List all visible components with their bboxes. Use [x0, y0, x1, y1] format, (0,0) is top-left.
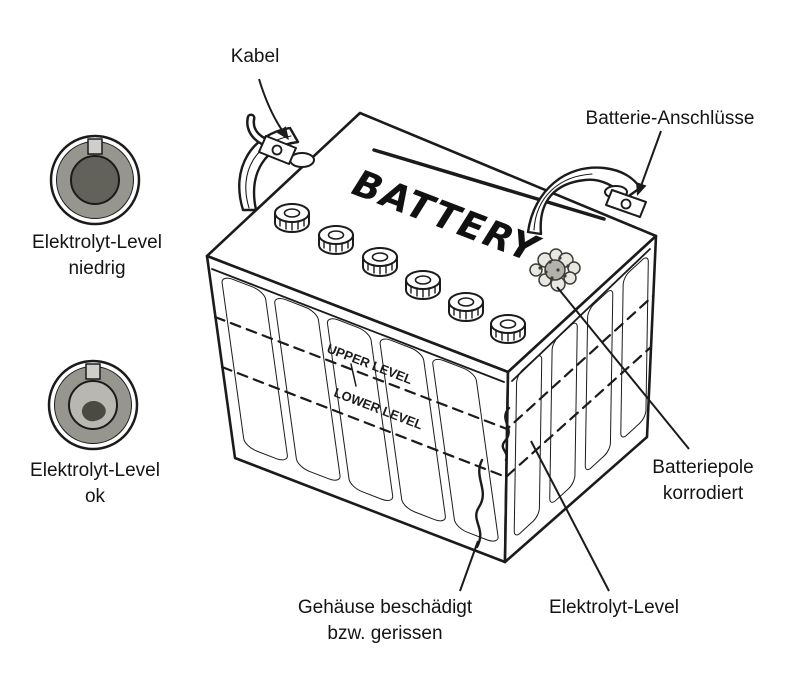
label-level-bottom-text: Elektrolyt-Level: [549, 597, 679, 618]
leader-gehaeuse: [459, 540, 479, 592]
battery-illustration: UPPER LEVEL LOWER LEVEL BATTERY: [205, 111, 658, 564]
label-anschluesse-text: Batterie-Anschlüsse: [585, 108, 755, 129]
label-korrodiert-line1: Batteriepole: [652, 457, 754, 478]
level-dashed-lines: [213, 294, 655, 479]
front-cell-panels: [221, 275, 499, 545]
leader-korrodiert: [556, 286, 690, 450]
label-elektrolyt-ok: Elektrolyt-Level ok: [30, 458, 160, 510]
clamp-bolt: [271, 144, 283, 156]
label-niedrig-line1: Elektrolyt-Level: [32, 232, 162, 253]
label-batteriepole-korrodiert: Batteriepole korrodiert: [652, 455, 753, 507]
cell-cap: [405, 270, 441, 300]
label-niedrig-line2: niedrig: [68, 258, 126, 280]
label-ok-line1: Elektrolyt-Level: [30, 460, 160, 481]
electrolyte-blob: [81, 401, 106, 422]
fill-notch: [85, 363, 101, 380]
arrowhead-anschluesse: [636, 182, 647, 196]
cell-cap: [362, 247, 398, 277]
label-elektrolyt-niedrig: Elektrolyt-Level niedrig: [32, 230, 162, 282]
terminal-bolt: [620, 198, 632, 210]
leader-lines: [258, 78, 690, 592]
label-gehaeuse-line1: Gehäuse beschädigt: [297, 597, 473, 618]
label-kabel: Kabel: [231, 44, 280, 70]
case-edge-ripple: [501, 406, 511, 462]
battery-terminal-right: [604, 185, 647, 218]
label-gehaeuse-line2: bzw. gerissen: [327, 623, 443, 645]
icon-electrolyte-ok: [47, 359, 139, 451]
label-kabel-text: Kabel: [230, 46, 280, 67]
label-elektrolyt-level-bottom: Elektrolyt-Level: [549, 595, 679, 621]
cell-panel: [550, 319, 578, 506]
label-gehaeuse-beschaedigt: Gehäuse beschädigt bzw. gerissen: [298, 595, 472, 647]
case-crack: [475, 406, 511, 549]
cell-panel: [379, 336, 446, 525]
battery-right-face: [503, 234, 658, 564]
cable-clamp: [246, 113, 315, 168]
label-batterie-anschluesse: Batterie-Anschlüsse: [586, 106, 755, 132]
cell-panel: [432, 356, 499, 545]
level-tick: [350, 363, 357, 387]
cell-cap: [448, 292, 484, 322]
crack-line: [475, 458, 485, 549]
cell-caps: [274, 203, 526, 344]
arrowhead-kabel: [276, 126, 289, 140]
cell-panel: [621, 254, 649, 441]
cell-cap: [318, 225, 354, 255]
cell-cap: [274, 203, 310, 233]
upper-level-line: [213, 294, 655, 431]
cell-panel: [326, 315, 393, 504]
lid-vent-slot: [372, 148, 606, 221]
cell-panel: [221, 275, 288, 464]
fill-notch: [87, 138, 103, 155]
cell-panel: [274, 295, 341, 484]
cell-cap: [490, 314, 526, 344]
corroded-terminal: [529, 248, 581, 292]
leader-kabel: [258, 78, 285, 134]
lower-level-line: [220, 345, 653, 479]
icon-electrolyte-low: [49, 134, 141, 226]
cell-panel: [585, 287, 613, 474]
label-ok-line2: ok: [84, 486, 106, 508]
leader-level-bottom: [530, 440, 610, 592]
cell-panel: [514, 352, 542, 539]
carry-strap-left: [238, 126, 300, 212]
leader-anschluesse: [640, 130, 662, 187]
label-korrodiert-line2: korrodiert: [662, 483, 744, 505]
side-cell-panels: [514, 254, 648, 538]
